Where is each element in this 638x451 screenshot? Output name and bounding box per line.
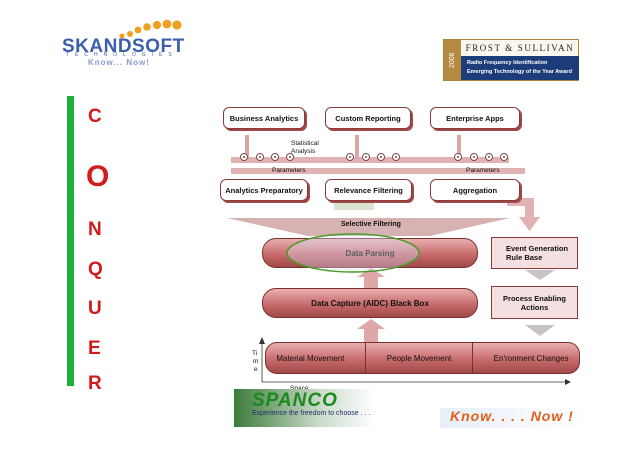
valve-icon	[485, 153, 493, 161]
skandsoft-logo	[60, 16, 190, 68]
logo-tagline: Know... Now!	[88, 58, 150, 67]
valve-icon	[500, 153, 508, 161]
time-axis-label-1: Ti	[252, 350, 258, 357]
segment-divider	[471, 343, 473, 373]
logo-name: SKANDSOFT	[62, 36, 185, 57]
people-movement-label: People Movement	[386, 353, 452, 363]
green-side-bar	[67, 96, 74, 386]
spanco-banner	[234, 389, 374, 427]
statistical-label: Statistical	[291, 140, 319, 147]
award-line-1: Radio Frequency Identification	[467, 60, 548, 66]
conquer-letter-n: N	[88, 219, 102, 240]
time-axis-label-2: m	[253, 358, 259, 365]
space-axis-label: Space	[290, 385, 308, 392]
valve-icon	[454, 153, 462, 161]
analysis-label: Analysis	[291, 148, 316, 155]
valve-icon	[271, 153, 279, 161]
valve-icon	[377, 153, 385, 161]
valve-icon	[240, 153, 248, 161]
award-line-2: Emerging Technology of the Year Award	[467, 69, 572, 75]
parameters-left-label: Parameters	[272, 167, 306, 174]
conquer-letter-u: U	[88, 298, 102, 319]
parameters-right-label: Parameters	[466, 167, 500, 174]
valve-icon	[392, 153, 400, 161]
conquer-letter-c: C	[88, 106, 102, 127]
aggregation-box: Aggregation	[430, 179, 520, 201]
selective-filtering-label: Selective Filtering	[341, 221, 401, 228]
process-enabling-box: Process Enabling Actions	[491, 286, 578, 319]
spanco-tagline: Experience the freedom to choose . . .	[252, 410, 371, 417]
conquer-letter-q: Q	[88, 259, 103, 280]
environment-pipe: Material Movement People Movement En'ron…	[265, 342, 580, 374]
valve-icon	[256, 153, 264, 161]
logo-dots-icon	[119, 19, 182, 39]
frost-sullivan-award: 2006 FROST & SULLIVAN Radio Frequency Id…	[443, 39, 579, 81]
analytics-preparatory-box: Analytics Preparatory	[220, 179, 308, 201]
segment-divider	[365, 343, 367, 373]
valve-icon	[470, 153, 478, 161]
know-now-footer-band	[440, 408, 590, 428]
valve-icon	[362, 153, 370, 161]
material-movement-label: Material Movement	[276, 353, 345, 363]
data-parsing-label: Data Parsing	[346, 249, 395, 258]
enterprise-apps-box: Enterprise Apps	[430, 107, 520, 129]
valve-icon	[286, 153, 294, 161]
actions-label: Actions	[520, 302, 549, 312]
award-band	[461, 56, 579, 80]
business-analytics-box: Business Analytics	[223, 107, 305, 129]
spanco-logo-text: SPANCO	[252, 390, 338, 411]
relevance-filtering-box: Relevance Filtering	[325, 179, 412, 201]
conquer-letter-o: O	[86, 160, 110, 193]
data-capture-pipe: Data Capture (AIDC) Black Box	[262, 288, 478, 318]
data-parsing-highlight-ellipse	[286, 233, 420, 273]
data-capture-label: Data Capture (AIDC) Black Box	[311, 298, 429, 308]
event-generation-box: Event Generation Rule Base	[491, 237, 578, 269]
time-axis-label-3: e	[254, 366, 258, 373]
rule-base-label: Rule Base	[506, 253, 543, 262]
custom-reporting-box: Custom Reporting	[325, 107, 411, 129]
award-title: FROST & SULLIVAN	[465, 43, 575, 53]
conquer-letter-r: R	[88, 373, 102, 394]
event-generation-label: Event Generation	[506, 244, 569, 253]
conquer-letter-e: E	[88, 338, 101, 359]
know-now-footer-text: Know. . . . Now !	[450, 408, 574, 424]
process-enabling-label: Process Enabling	[503, 293, 566, 303]
valve-icon	[346, 153, 354, 161]
logo-subtitle: TECHNOLOGIES	[66, 52, 178, 58]
environment-changes-label: En'ronment Changes	[493, 353, 569, 363]
